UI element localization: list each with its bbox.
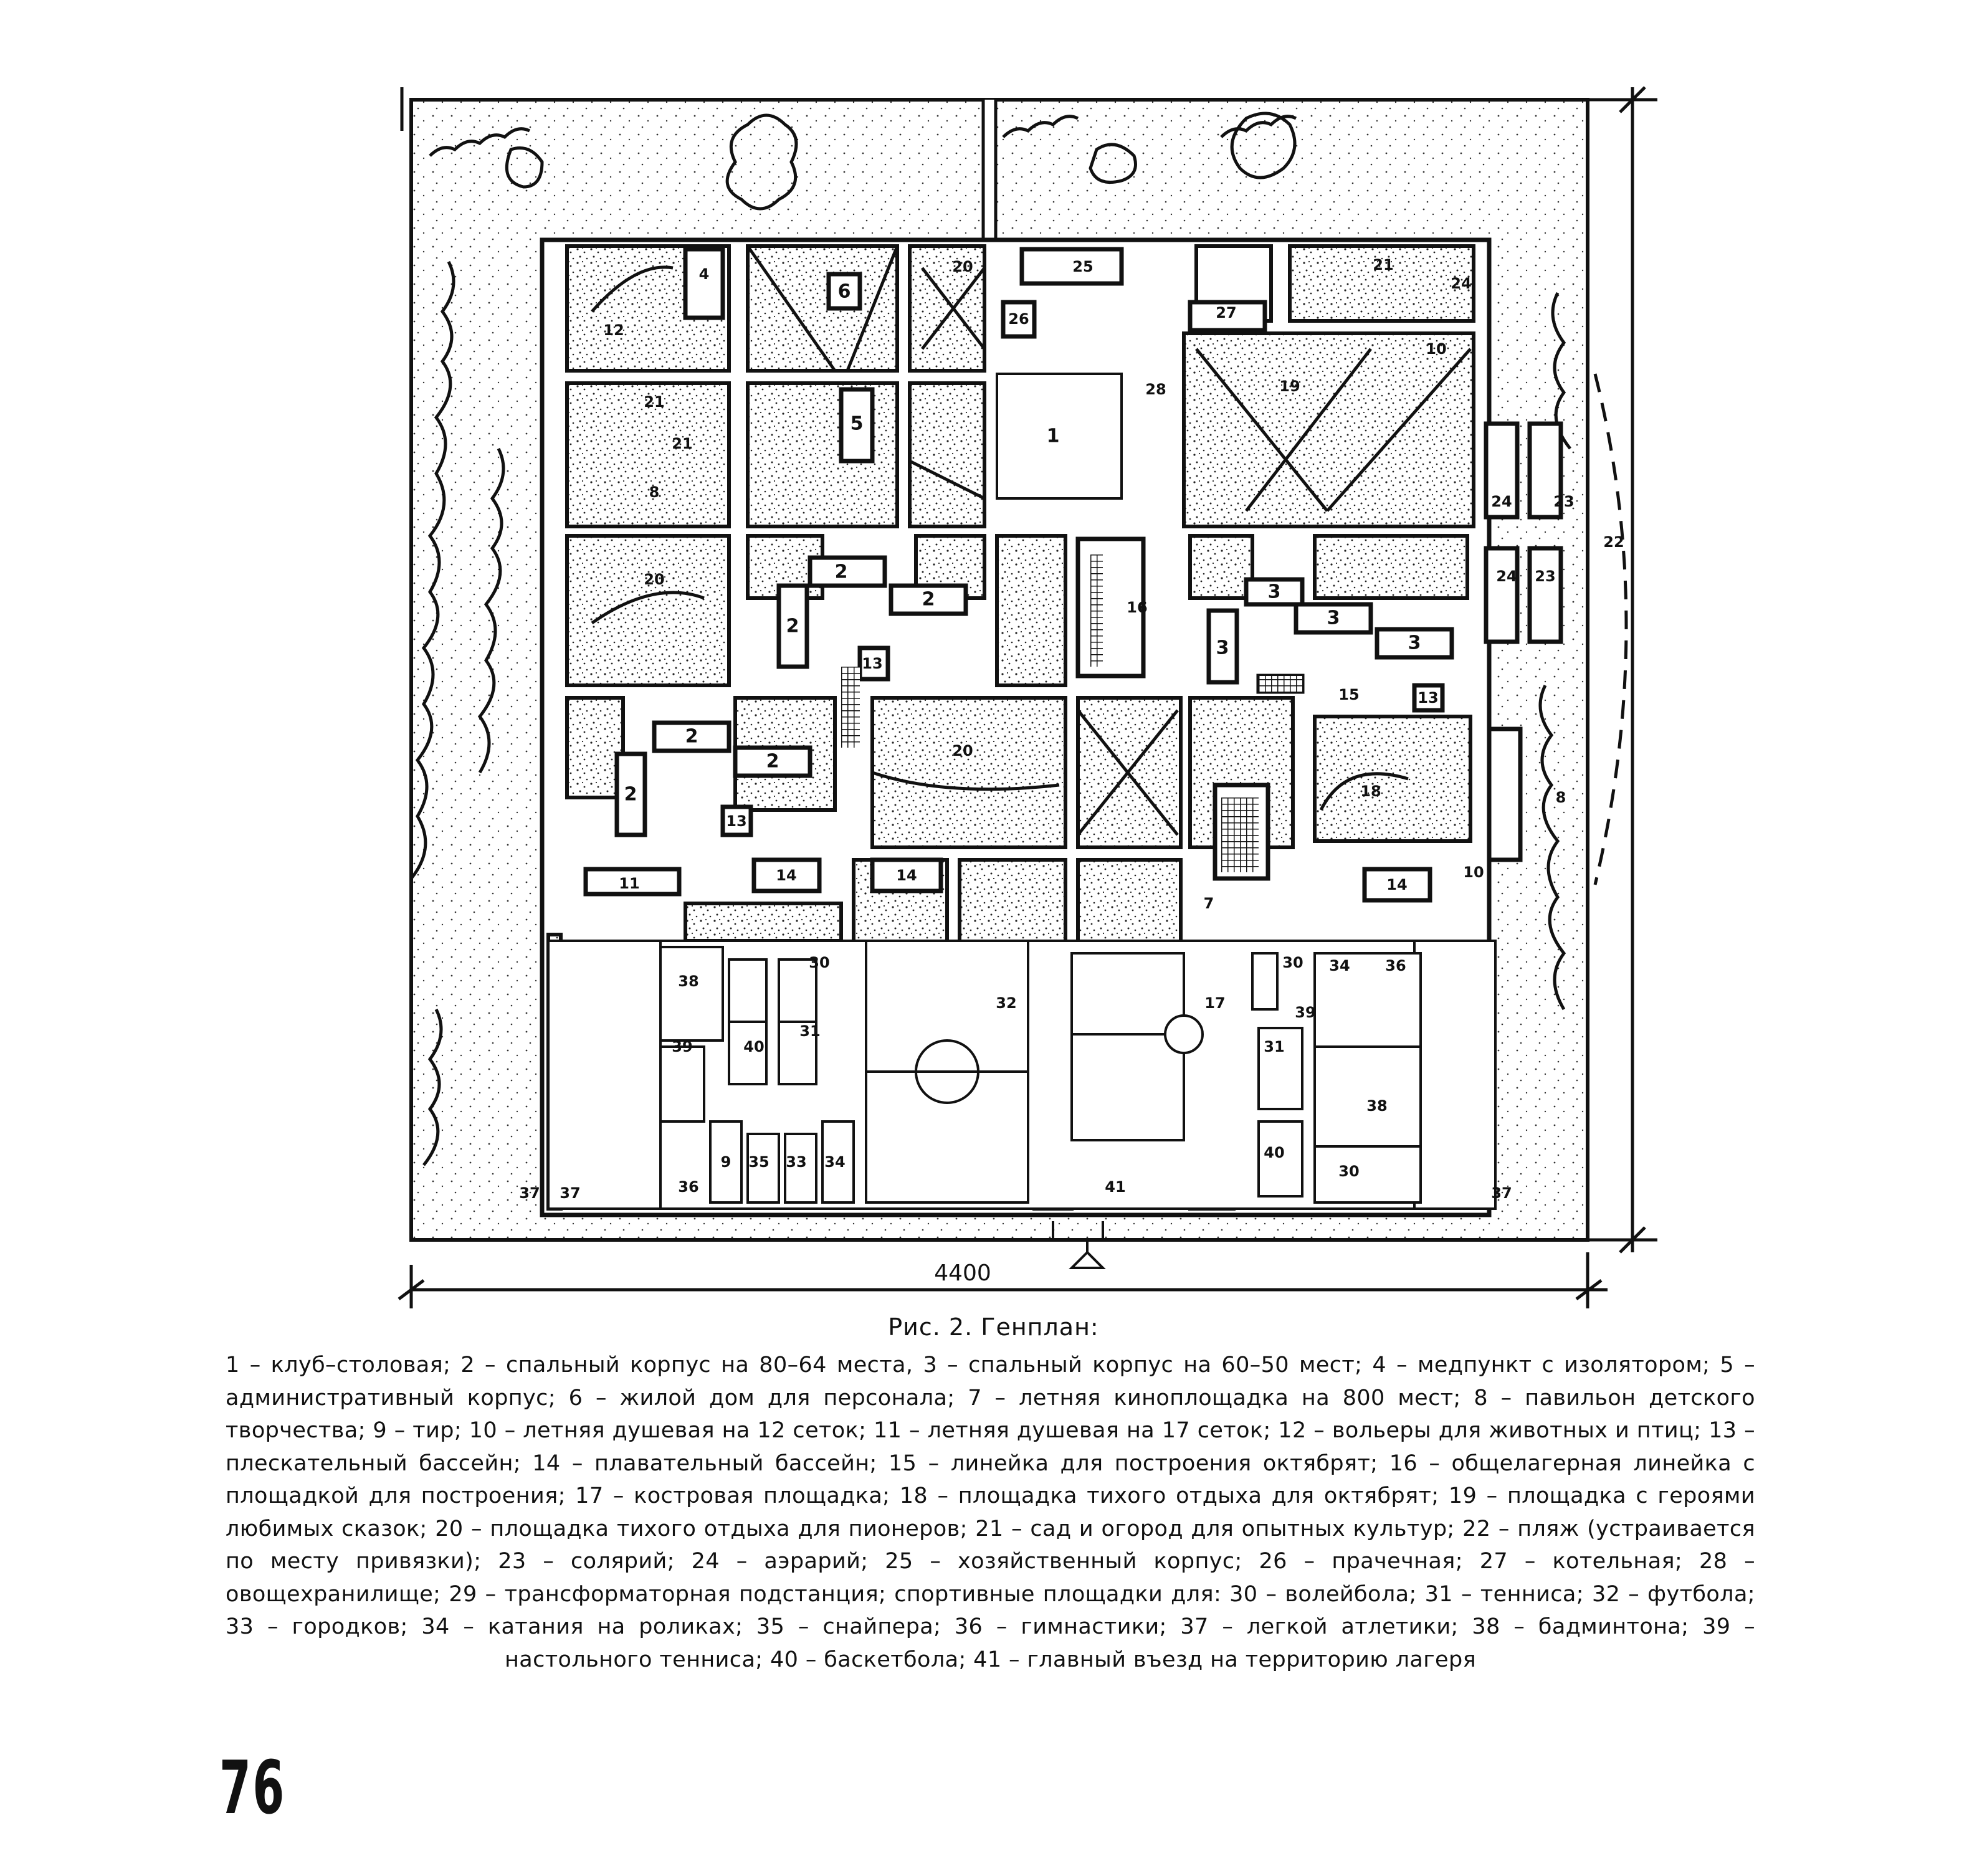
dimension-vertical <box>400 86 1657 1254</box>
label-36: 36 <box>678 1178 698 1196</box>
label-31b: 31 <box>1264 1038 1284 1055</box>
label-28: 28 <box>1145 381 1166 398</box>
label-30b: 30 <box>1282 954 1303 971</box>
tree-line-top <box>429 115 1297 157</box>
label-3: 3 <box>1268 581 1281 603</box>
tree-line-right <box>1538 292 1571 1011</box>
label-16: 16 <box>1127 599 1147 616</box>
label-37: 37 <box>519 1184 540 1202</box>
tree-line-left <box>410 260 505 1166</box>
label-8: 8 <box>1556 789 1566 806</box>
site-plan-figure: 1 2 2 2 2 2 2 3 3 3 3 4 5 6 7 8 8 9 10 1… <box>398 86 1657 1308</box>
label-2c: 2 <box>786 616 799 637</box>
label-4: 4 <box>699 265 710 283</box>
label-2d: 2 <box>685 726 698 748</box>
label-39: 39 <box>672 1038 692 1055</box>
label-10: 10 <box>1463 864 1484 881</box>
label-35: 35 <box>748 1153 769 1171</box>
label-27: 27 <box>1216 304 1236 321</box>
label-13c: 13 <box>1418 689 1438 707</box>
label-26: 26 <box>1008 310 1029 328</box>
label-34b: 34 <box>1329 957 1350 974</box>
label-14b: 14 <box>896 867 917 884</box>
label-36b: 36 <box>1385 957 1406 974</box>
label-2: 2 <box>835 561 848 583</box>
main-entrance-marker <box>1052 1221 1106 1269</box>
label-24c: 24 <box>1451 275 1471 292</box>
label-31: 31 <box>799 1022 820 1040</box>
label-34: 34 <box>824 1153 845 1171</box>
label-24: 24 <box>1491 493 1512 510</box>
label-41: 41 <box>1105 1178 1125 1196</box>
label-38b: 38 <box>1366 1097 1387 1115</box>
label-11: 11 <box>619 875 639 892</box>
label-21: 21 <box>644 393 664 411</box>
label-2e: 2 <box>766 751 779 773</box>
label-18: 18 <box>1360 783 1381 800</box>
label-14: 14 <box>776 867 796 884</box>
label-13b: 13 <box>726 812 746 830</box>
buildings <box>583 247 1563 903</box>
label-25: 25 <box>1072 258 1093 275</box>
label-21b: 21 <box>672 435 692 452</box>
label-37b: 37 <box>560 1184 580 1202</box>
label-20: 20 <box>644 571 664 588</box>
label-22: 22 <box>1603 533 1624 551</box>
label-29-area: 20 <box>952 258 973 275</box>
label-23b: 23 <box>1535 568 1555 585</box>
label-30: 30 <box>809 954 829 971</box>
label-33: 33 <box>786 1153 806 1171</box>
label-6: 6 <box>838 281 851 303</box>
label-7: 7 <box>1204 895 1214 912</box>
figure-caption-title: Рис. 2. Генплан: <box>888 1313 1099 1341</box>
label-9: 9 <box>721 1153 731 1171</box>
label-1: 1 <box>1047 426 1060 447</box>
label-15: 15 <box>1338 686 1359 703</box>
label-40: 40 <box>743 1038 764 1055</box>
label-24b: 24 <box>1496 568 1517 585</box>
plan-labels: 1 2 2 2 2 2 2 3 3 3 3 4 5 6 7 8 8 9 10 1… <box>519 256 1624 1202</box>
garden-paths <box>591 245 1472 836</box>
label-12: 12 <box>603 321 624 339</box>
dimension-label: 4400 <box>934 1260 991 1286</box>
label-40b: 40 <box>1264 1144 1284 1161</box>
label-2b: 2 <box>922 589 935 611</box>
label-3c: 3 <box>1408 632 1421 654</box>
label-14c: 14 <box>1386 876 1407 893</box>
label-30c: 30 <box>1338 1163 1359 1180</box>
label-21c: 21 <box>1373 256 1393 274</box>
beach-boundary <box>1593 373 1628 885</box>
label-13: 13 <box>862 655 882 672</box>
label-5: 5 <box>851 413 864 435</box>
page-number: 76 <box>219 1745 286 1831</box>
sports-grounds <box>547 940 1497 1210</box>
label-38: 38 <box>678 973 698 990</box>
label-8b: 8 <box>649 483 660 501</box>
figure-caption-legend: 1 – клуб–столовая; 2 – спальный корпус н… <box>226 1353 1755 1672</box>
label-39b: 39 <box>1295 1004 1315 1021</box>
label-3b: 3 <box>1327 607 1340 629</box>
label-32: 32 <box>996 994 1016 1012</box>
label-17: 17 <box>1204 994 1225 1012</box>
label-37c: 37 <box>1491 1184 1512 1202</box>
label-3d: 3 <box>1216 637 1229 659</box>
hatched-elements <box>841 555 1302 872</box>
label-23: 23 <box>1553 493 1574 510</box>
label-20b: 20 <box>952 742 973 759</box>
label-19: 19 <box>1279 378 1300 395</box>
label-2f: 2 <box>624 784 637 806</box>
dimension-horizontal <box>398 1252 1608 1308</box>
label-10b: 10 <box>1426 340 1446 358</box>
